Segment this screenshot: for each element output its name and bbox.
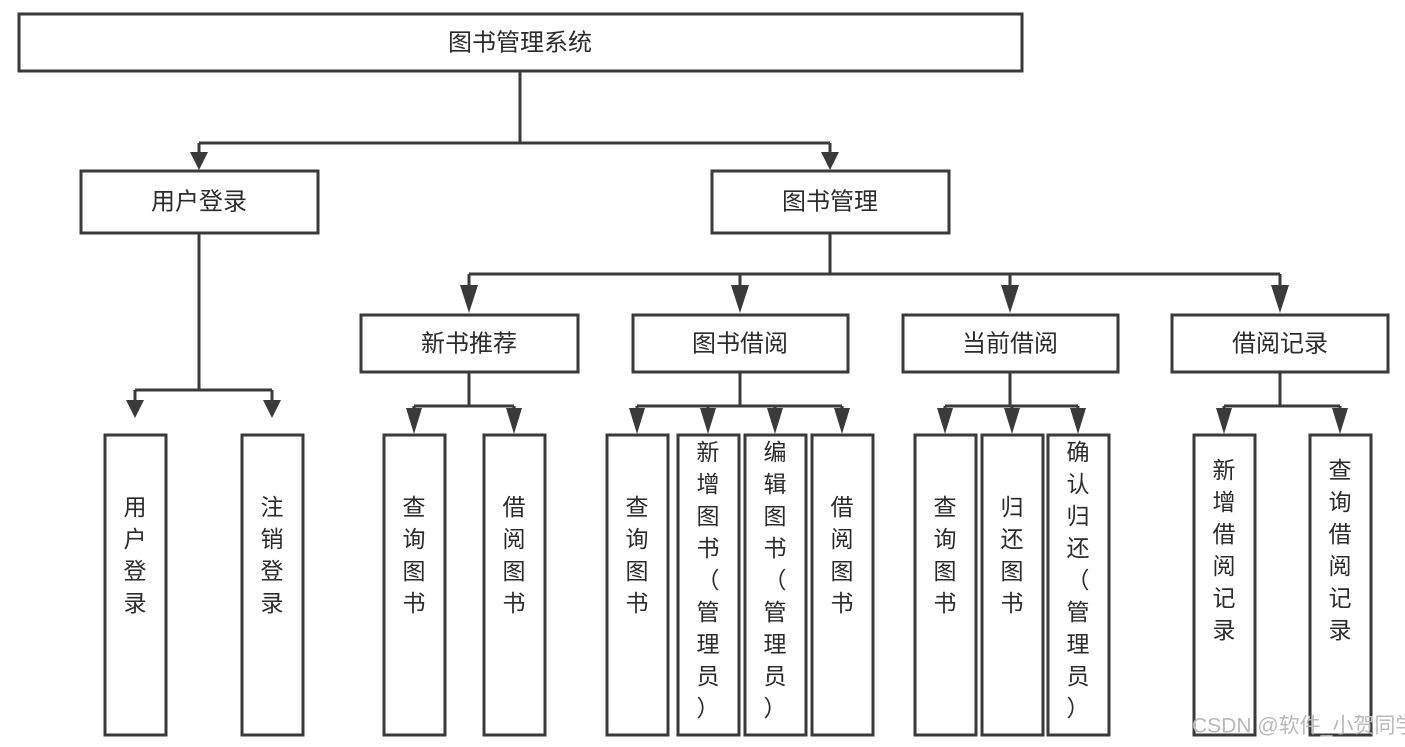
leaf-logout-login-label: 注销登录 <box>261 494 284 616</box>
arrow-head-leaf-query-borrow-record <box>1332 408 1348 434</box>
arrow-head-user-login <box>190 152 208 170</box>
leaf-borrow-book-2-box[interactable] <box>810 433 875 737</box>
leaf-query-borrow-record[interactable]: 查询借阅记录 <box>1308 433 1373 737</box>
arrow-head-leaf-query-book-1 <box>406 408 422 434</box>
leaf-query-book-2-label: 查询图书 <box>626 494 649 616</box>
arrow-head-leaf-user-login <box>126 400 144 418</box>
leaf-query-book-3-label: 查询图书 <box>934 494 957 616</box>
leaf-borrow-book-1-label: 借阅图书 <box>503 494 526 616</box>
leaf-query-borrow-record-label: 查询借阅记录 <box>1329 457 1352 643</box>
watermark-label: CSDN @软件_小贺同学 <box>1192 715 1405 738</box>
node-book-borrow-box[interactable] <box>631 313 850 374</box>
leaf-edit-book-admin-box[interactable] <box>743 433 808 737</box>
node-book-borrow-label: 图书借阅 <box>692 330 788 357</box>
leaf-borrow-book-2[interactable]: 借阅图书 <box>810 433 875 737</box>
leaf-edit-book-admin-label: 编辑图书（管理员） <box>764 439 787 721</box>
leaf-query-book-2-box[interactable] <box>605 433 670 737</box>
arrow-head-book-borrow <box>731 285 749 313</box>
arrow-head-book-manage <box>821 152 839 170</box>
leaf-user-login-box[interactable] <box>103 433 168 737</box>
node-borrow-record-label: 借阅记录 <box>1232 330 1328 357</box>
node-current-borrow-label: 当前借阅 <box>962 330 1058 357</box>
arrow-head-leaf-add-book-admin <box>700 408 716 434</box>
node-current-borrow-box[interactable] <box>901 313 1120 374</box>
leaf-confirm-return-admin[interactable]: 确认归还（管理员） <box>1046 433 1111 737</box>
leaf-add-book-admin-box[interactable] <box>676 433 741 737</box>
leaf-return-book-label: 归还图书 <box>1001 494 1024 616</box>
node-borrow-record-box[interactable] <box>1170 313 1390 374</box>
node-user-login-label: 用户登录 <box>151 188 247 215</box>
leaf-borrow-book-1-box[interactable] <box>482 433 547 737</box>
leaf-edit-book-admin[interactable]: 编辑图书（管理员） <box>743 433 808 737</box>
leaf-logout-login-box[interactable] <box>240 433 305 737</box>
leaf-query-book-3-box[interactable] <box>913 433 978 737</box>
leaf-add-book-admin[interactable]: 新增图书（管理员） <box>676 433 741 737</box>
arrow-head-leaf-borrow-book-2 <box>834 408 850 434</box>
node-borrow-record[interactable]: 借阅记录 <box>1170 313 1390 374</box>
leaf-return-book[interactable]: 归还图书 <box>980 433 1045 737</box>
node-current-borrow[interactable]: 当前借阅 <box>901 313 1120 374</box>
node-root[interactable]: 图书管理系统 <box>17 12 1024 73</box>
node-book-borrow[interactable]: 图书借阅 <box>631 313 850 374</box>
arrow-head-leaf-add-borrow-record <box>1216 408 1232 434</box>
arrow-head-leaf-borrow-book-1 <box>506 408 522 434</box>
leaf-user-login[interactable]: 用户登录 <box>103 433 168 737</box>
arrow-head-leaf-query-book-3 <box>937 408 953 434</box>
leaf-query-book-1-box[interactable] <box>382 433 447 737</box>
node-user-login-box[interactable] <box>79 169 320 235</box>
leaf-return-book-box[interactable] <box>980 433 1045 737</box>
node-new-book-recommend-box[interactable] <box>359 313 580 374</box>
node-book-manage-label: 图书管理 <box>782 188 878 215</box>
node-new-book-recommend[interactable]: 新书推荐 <box>359 313 580 374</box>
leaf-add-book-admin-label: 新增图书（管理员） <box>697 439 720 721</box>
arrow-head-leaf-logout-login <box>263 400 281 418</box>
node-user-login[interactable]: 用户登录 <box>79 169 320 235</box>
leaf-add-borrow-record-label: 新增借阅记录 <box>1213 457 1236 643</box>
node-root-box[interactable] <box>17 12 1024 73</box>
node-book-manage[interactable]: 图书管理 <box>710 169 951 235</box>
arrow-head-leaf-edit-book-admin <box>767 408 783 434</box>
leaf-add-borrow-record-box[interactable] <box>1192 433 1257 737</box>
arrow-head-borrow-record <box>1271 285 1289 313</box>
leaf-add-borrow-record[interactable]: 新增借阅记录 <box>1192 433 1257 737</box>
leaf-user-login-label: 用户登录 <box>124 494 147 616</box>
leaf-query-book-3[interactable]: 查询图书 <box>913 433 978 737</box>
leaf-confirm-return-admin-label: 确认归还（管理员） <box>1067 439 1090 721</box>
arrow-head-leaf-query-book-2 <box>629 408 645 434</box>
arrow-head-leaf-confirm-return-admin <box>1070 408 1086 434</box>
leaf-confirm-return-admin-box[interactable] <box>1046 433 1111 737</box>
leaf-query-book-2[interactable]: 查询图书 <box>605 433 670 737</box>
arrow-head-leaf-return-book <box>1004 408 1020 434</box>
node-root-label: 图书管理系统 <box>448 29 592 56</box>
leaf-logout-login[interactable]: 注销登录 <box>240 433 305 737</box>
node-book-manage-box[interactable] <box>710 169 951 235</box>
leaf-borrow-book-2-label: 借阅图书 <box>831 494 854 616</box>
connector-layer <box>126 71 1348 434</box>
node-new-book-recommend-label: 新书推荐 <box>421 330 517 357</box>
leaf-query-book-1[interactable]: 查询图书 <box>382 433 447 737</box>
arrow-head-current-borrow <box>1001 285 1019 313</box>
arrow-head-new-book-recommend <box>460 285 478 313</box>
leaf-query-book-1-label: 查询图书 <box>403 494 426 616</box>
leaf-borrow-book-1[interactable]: 借阅图书 <box>482 433 547 737</box>
leaf-query-borrow-record-box[interactable] <box>1308 433 1373 737</box>
